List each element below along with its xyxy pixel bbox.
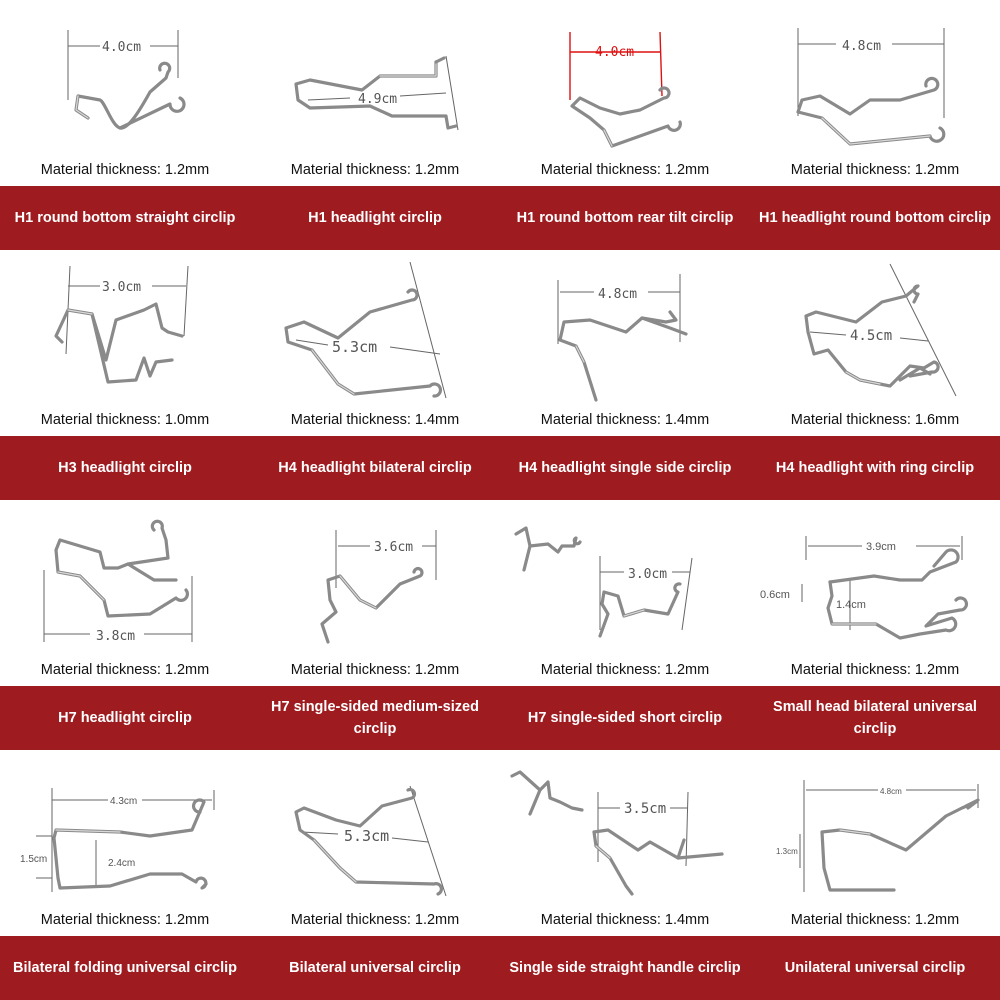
circlip-illustration: 4.8cm — [500, 250, 750, 410]
dimension-label: 3.5cm — [624, 801, 666, 817]
circlip-illustration: 4.0cm — [500, 0, 750, 160]
material-thickness: Material thickness: 1.2mm — [790, 662, 960, 678]
dimension-label-2: 1.5cm — [20, 854, 47, 865]
circlip-illustration: 5.3cm — [250, 250, 500, 410]
circlip-illustration: 3.9cm 0.6cm 1.4cm — [750, 500, 1000, 660]
product-card: 5.3cm Material thickness: 1.4mm — [250, 250, 500, 436]
product-name: Unilateral universal circlip — [784, 960, 966, 976]
circlip-illustration: 4.5cm — [750, 250, 1000, 410]
material-thickness: Material thickness: 1.4mm — [540, 412, 710, 428]
product-name: Bilateral folding universal circlip — [12, 960, 237, 976]
dimension-label-2: 1.3cm — [776, 847, 798, 856]
product-card: 3.5cm Material thickness: 1.4mm — [500, 750, 750, 936]
material-thickness: Material thickness: 1.2mm — [790, 162, 960, 178]
product-card: 3.9cm 0.6cm 1.4cm Material thickness: 1.… — [750, 500, 1000, 686]
product-card: 4.9cm Material thickness: 1.2mm — [250, 0, 500, 186]
dimension-label: 3.0cm — [102, 280, 141, 295]
dimension-label: 5.3cm — [344, 827, 389, 845]
product-row: 3.0cm Material thickness: 1.0mm 5.3cm — [0, 250, 1000, 500]
material-thickness: Material thickness: 1.2mm — [540, 162, 710, 178]
dimension-label-2: 0.6cm — [760, 589, 790, 601]
dimension-label: 3.9cm — [866, 541, 896, 553]
dimension-label: 3.0cm — [628, 567, 667, 582]
circlip-illustration: 4.8cm — [750, 0, 1000, 160]
product-card: 4.8cm Material thickness: 1.2mm — [750, 0, 1000, 186]
dimension-label: 3.8cm — [96, 629, 135, 644]
material-thickness: Material thickness: 1.2mm — [790, 912, 960, 928]
material-thickness: Material thickness: 1.2mm — [40, 912, 210, 928]
product-row: 3.8cm Material thickness: 1.2mm 3.6cm — [0, 500, 1000, 750]
material-thickness: Material thickness: 1.2mm — [40, 162, 210, 178]
product-name: H7 single-sided short circlip — [527, 710, 723, 726]
product-row: 4.3cm 1.5cm 2.4cm Material thickness: 1.… — [0, 750, 1000, 1000]
dimension-label-3: 2.4cm — [108, 858, 135, 869]
material-thickness: Material thickness: 1.2mm — [290, 162, 460, 178]
product-card: 3.6cm Material thickness: 1.2mm — [250, 500, 500, 686]
dimension-label: 4.8cm — [880, 787, 902, 796]
dimension-label: 4.0cm — [102, 40, 141, 55]
material-thickness: Material thickness: 1.2mm — [40, 662, 210, 678]
dimension-label: 4.0cm — [595, 45, 634, 60]
dimension-label: 3.6cm — [374, 540, 413, 555]
product-card: 3.8cm Material thickness: 1.2mm — [0, 500, 250, 686]
circlip-illustration: 4.3cm 1.5cm 2.4cm — [0, 750, 250, 910]
product-card: 3.0cm Material thickness: 1.0mm — [0, 250, 250, 436]
product-name: Single side straight handle circlip — [509, 960, 741, 976]
circlip-illustration: 4.9cm — [250, 0, 500, 160]
material-thickness: Material thickness: 1.2mm — [540, 662, 710, 678]
dimension-label-3: 1.4cm — [836, 599, 866, 611]
dimension-label: 4.5cm — [850, 328, 892, 344]
material-thickness: Material thickness: 1.6mm — [790, 412, 960, 428]
material-thickness: Material thickness: 1.4mm — [540, 912, 710, 928]
circlip-illustration: 4.0cm — [0, 0, 250, 160]
circlip-illustration: 3.0cm — [500, 500, 750, 660]
product-name: H3 headlight circlip — [58, 460, 192, 476]
product-card: 4.0cm Material thickness: 1.2mm — [500, 0, 750, 186]
product-name: Small head bilateral universal circlip — [773, 699, 977, 737]
product-name: H1 round bottom straight circlip — [14, 210, 236, 226]
product-name: H7 single-sided medium-sized circlip — [271, 699, 479, 737]
dimension-label: 4.3cm — [110, 796, 137, 807]
product-card: 3.0cm Material thickness: 1.2mm — [500, 500, 750, 686]
product-name: H7 headlight circlip — [58, 710, 192, 726]
circlip-illustration: 5.3cm — [250, 750, 500, 910]
product-card: 4.8cm Material thickness: 1.4mm — [500, 250, 750, 436]
dimension-label: 4.8cm — [598, 287, 637, 302]
product-card: 4.5cm Material thickness: 1.6mm — [750, 250, 1000, 436]
caption-band: H7 headlight circlip H7 single-sided med… — [0, 686, 1000, 750]
product-card: 4.8cm 1.3cm Material thickness: 1.2mm — [750, 750, 1000, 936]
product-name: H1 headlight circlip — [308, 210, 442, 226]
dimension-label: 5.3cm — [332, 338, 377, 356]
circlip-illustration: 3.6cm — [250, 500, 500, 660]
product-name: H4 headlight single side circlip — [518, 460, 732, 476]
product-name: Bilateral universal circlip — [289, 960, 461, 976]
caption-band: Bilateral folding universal circlip Bila… — [0, 936, 1000, 1000]
product-name: H1 round bottom rear tilt circlip — [516, 210, 734, 226]
dimension-label: 4.8cm — [842, 39, 881, 54]
product-row: 4.0cm Material thickness: 1.2mm 4.9cm — [0, 0, 1000, 250]
product-card: 5.3cm Material thickness: 1.2mm — [250, 750, 500, 936]
circlip-illustration: 4.8cm 1.3cm — [750, 750, 1000, 910]
material-thickness: Material thickness: 1.0mm — [40, 412, 210, 428]
material-thickness: Material thickness: 1.4mm — [290, 412, 460, 428]
circlip-illustration: 3.8cm — [0, 500, 250, 660]
product-card: 4.3cm 1.5cm 2.4cm Material thickness: 1.… — [0, 750, 250, 936]
product-name: H4 headlight bilateral circlip — [278, 460, 472, 476]
product-name: H1 headlight round bottom circlip — [759, 210, 991, 226]
caption-band: H1 round bottom straight circlip H1 head… — [0, 186, 1000, 250]
material-thickness: Material thickness: 1.2mm — [290, 912, 460, 928]
dimension-label: 4.9cm — [358, 92, 397, 107]
product-name: H4 headlight with ring circlip — [775, 460, 975, 476]
product-card: 4.0cm Material thickness: 1.2mm — [0, 0, 250, 186]
circlip-illustration: 3.5cm — [500, 750, 750, 910]
material-thickness: Material thickness: 1.2mm — [290, 662, 460, 678]
caption-band: H3 headlight circlip H4 headlight bilate… — [0, 436, 1000, 500]
circlip-illustration: 3.0cm — [0, 250, 250, 410]
